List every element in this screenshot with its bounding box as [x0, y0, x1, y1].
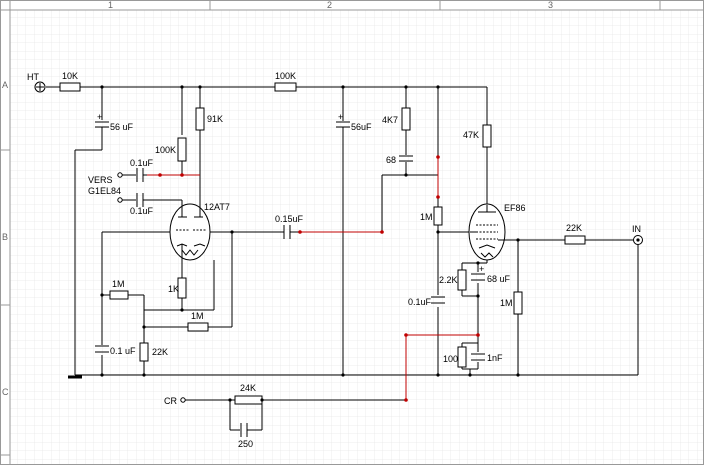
label-r-2k2: 2.2K: [439, 275, 458, 285]
label-r-22k-bottom: 22K: [152, 347, 168, 357]
resistor-24k: [234, 395, 263, 405]
terminal-ht[interactable]: [34, 81, 46, 93]
label-c-out1: 0.1uF: [130, 158, 154, 168]
label-r-grid-1m: 1M: [420, 212, 433, 222]
resistor-91k: [195, 107, 205, 131]
label-c-68uf: 68 uF: [487, 274, 511, 284]
label-r-1k: 1K: [168, 284, 179, 294]
resistor-47k: [482, 124, 492, 148]
label-c-screen: 0.1uF: [408, 297, 432, 307]
label-r-4k7: 4K7: [382, 115, 398, 125]
col-label-1: 1: [108, 0, 113, 10]
resistor-22k-bottom: [139, 342, 149, 362]
label-r-24k: 24K: [240, 383, 256, 393]
label-c-56uf-1: 56 uF: [110, 122, 134, 132]
red-junctions: [158, 155, 480, 402]
red-wires: [147, 157, 478, 400]
resistor-22k-in: [564, 235, 586, 245]
label-r-47k: 47K: [463, 130, 479, 140]
resistor-100k-top: [274, 82, 297, 92]
resistor-2k2: [457, 269, 467, 291]
label-c-56uf-2: 56uF: [351, 122, 372, 132]
row-label-a: A: [2, 80, 8, 90]
label-r-in-1m: 1M: [500, 298, 513, 308]
resistor-1m-feedback-a: [109, 290, 129, 300]
label-vers: VERS: [88, 175, 113, 185]
label-c-68: 68: [386, 155, 396, 165]
svg-text:+: +: [479, 264, 484, 274]
label-c-coupling: 0.15uF: [275, 214, 304, 224]
resistor-1m-feedback-b: [187, 322, 209, 332]
label-ht: HT: [27, 72, 39, 82]
resistor-1k-cathode: [177, 277, 187, 299]
resistor-1m-in: [513, 291, 523, 315]
col-label-2: 2: [327, 0, 332, 10]
label-r-10k: 10K: [62, 71, 78, 81]
row-label-b: B: [2, 232, 8, 242]
tube-12at7: [169, 203, 211, 261]
label-r-91k: 91K: [207, 114, 223, 124]
col-label-3: 3: [548, 0, 553, 10]
svg-text:+: +: [338, 112, 343, 122]
label-r-100k-plate: 100K: [155, 145, 176, 155]
polarity-marks: + + +: [97, 112, 484, 274]
resistor-100: [457, 346, 467, 368]
grid-background: [10, 10, 704, 465]
resistors: [59, 82, 586, 405]
label-g1el84: G1EL84: [88, 186, 121, 196]
resistor-grid-1m: [433, 206, 443, 226]
terminal-vers-b[interactable]: [117, 197, 123, 203]
resistor-10k: [59, 82, 81, 92]
label-r-22k-in: 22K: [566, 223, 582, 233]
label-in: IN: [632, 224, 641, 234]
terminal-in[interactable]: [633, 235, 643, 245]
junctions: [100, 85, 520, 402]
label-r-100: 100: [443, 354, 458, 364]
svg-text:+: +: [97, 112, 102, 122]
terminal-cr[interactable]: [180, 397, 186, 403]
label-12at7: 12AT7: [204, 202, 230, 212]
labels: HT IN CR VERS G1EL84 12AT7 EF86 10K 56 u…: [27, 71, 641, 449]
capacitors: [95, 121, 485, 437]
label-r-100k-top: 100K: [275, 71, 296, 81]
label-r-fb-1m-b: 1M: [191, 311, 204, 321]
label-cr: CR: [164, 396, 177, 406]
label-c-out2: 0.1uF: [130, 206, 154, 216]
resistor-100k-plate: [177, 137, 187, 162]
row-label-c: C: [2, 387, 9, 397]
label-c-250: 250: [238, 439, 253, 449]
label-ef86: EF86: [504, 203, 526, 213]
label-c-1nf: 1nF: [487, 353, 503, 363]
label-r-fb-1m-a: 1M: [112, 279, 125, 289]
resistor-4k7: [401, 107, 411, 131]
label-c-bypass: 0.1 uF: [110, 346, 136, 356]
terminal-vers-a[interactable]: [117, 172, 123, 178]
tube-ef86: [468, 203, 506, 261]
